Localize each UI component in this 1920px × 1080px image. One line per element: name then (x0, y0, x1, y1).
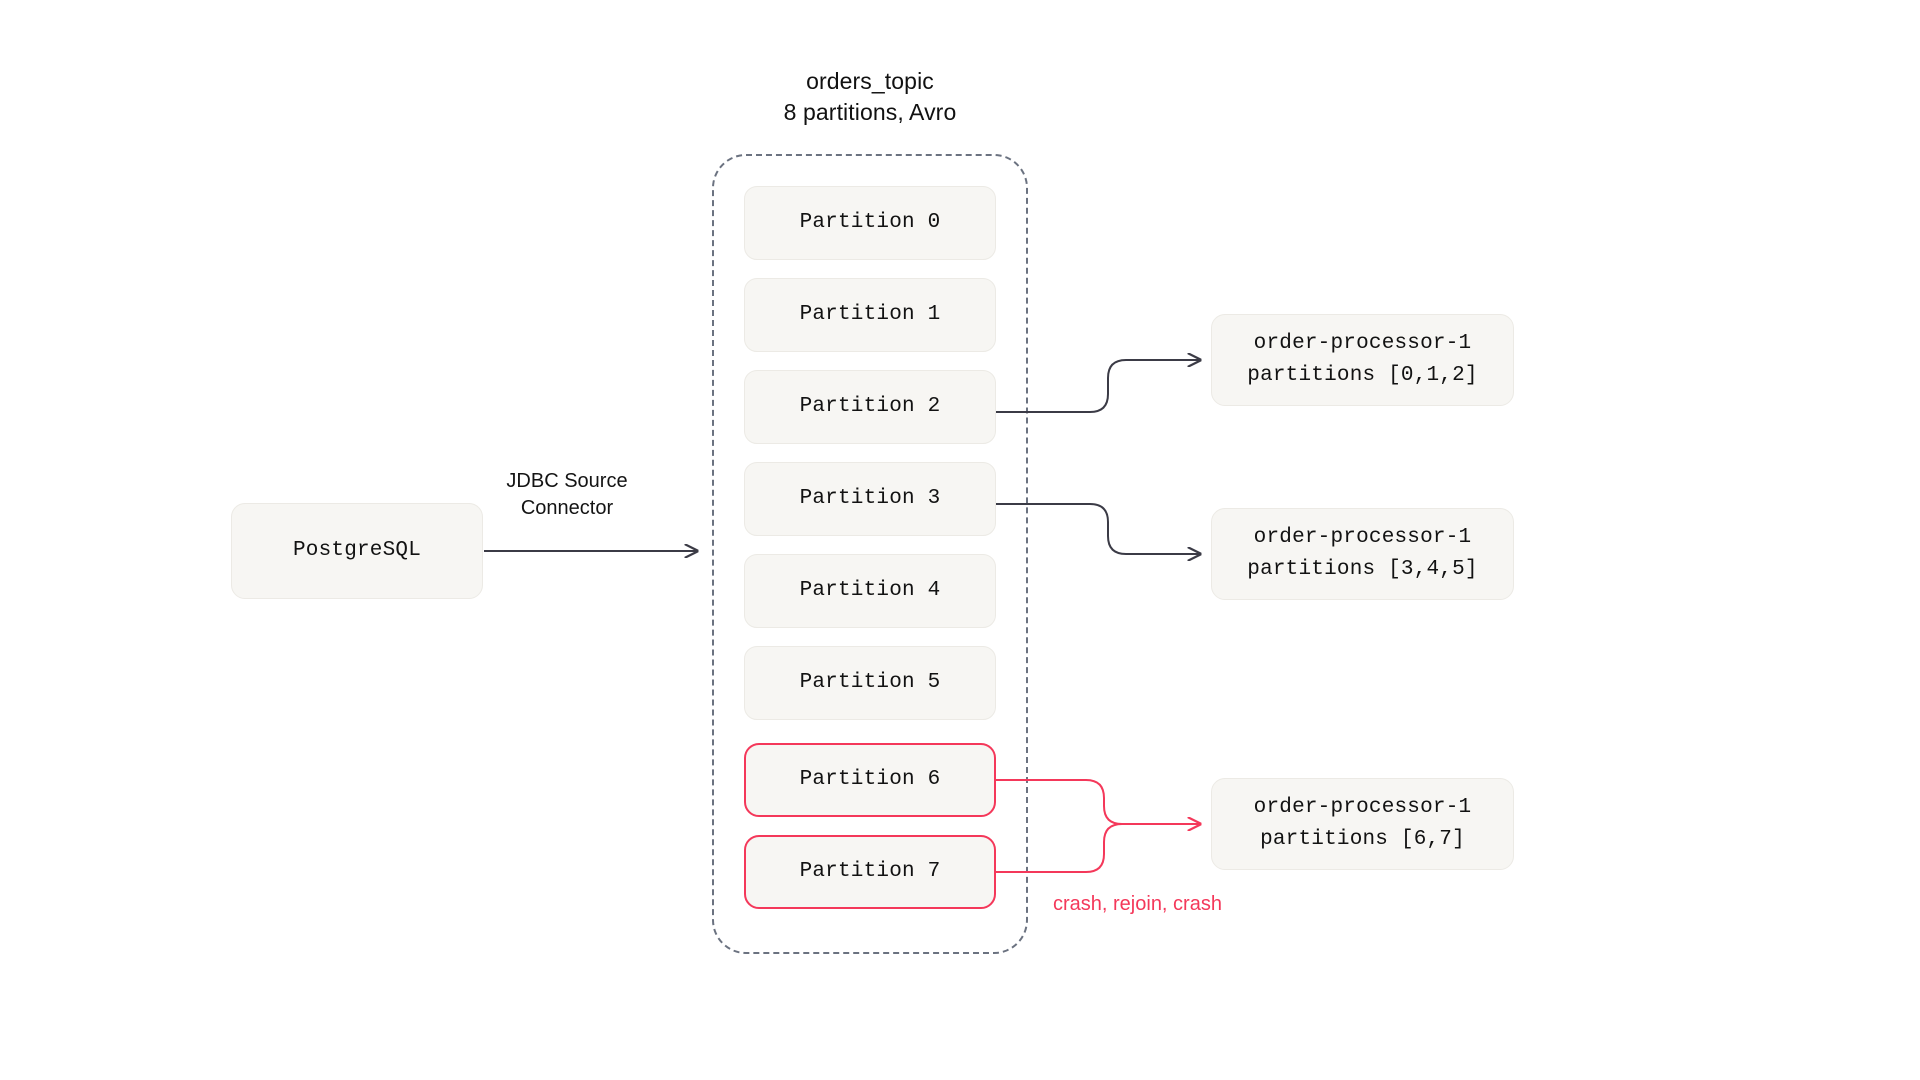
edge-label-crash-rejoin: crash, rejoin, crash (1053, 893, 1222, 915)
node-partition-4[interactable]: Partition 4 (744, 554, 996, 628)
consumer-name: order-processor-1 (1253, 526, 1472, 549)
partition-label: Partition 5 (799, 671, 941, 694)
node-partition-1[interactable]: Partition 1 (744, 278, 996, 352)
node-partition-3[interactable]: Partition 3 (744, 462, 996, 536)
node-partition-0[interactable]: Partition 0 (744, 186, 996, 260)
partition-label: Partition 4 (799, 579, 941, 602)
node-partition-6[interactable]: Partition 6 (744, 743, 996, 817)
topic-name: orders_topic (806, 68, 934, 94)
node-consumer-3[interactable]: order-processor-1 partitions [6,7] (1211, 778, 1514, 870)
consumer-assignment: partitions [0,1,2] (1247, 364, 1478, 387)
jdbc-label-line-1: JDBC Source (506, 470, 628, 492)
partition-label: Partition 2 (799, 395, 941, 418)
consumer-assignment: partitions [6,7] (1260, 828, 1465, 851)
topic-meta: 8 partitions, Avro (783, 99, 957, 125)
partition-label: Partition 0 (799, 211, 941, 234)
jdbc-label-line-2: Connector (520, 497, 614, 519)
node-partition-2[interactable]: Partition 2 (744, 370, 996, 444)
partition-label: Partition 3 (799, 487, 941, 510)
topic-title: orders_topic 8 partitions, Avro (640, 66, 1100, 128)
consumer-name: order-processor-1 (1253, 796, 1472, 819)
node-consumer-1[interactable]: order-processor-1 partitions [0,1,2] (1211, 314, 1514, 406)
consumer-assignment: partitions [3,4,5] (1247, 558, 1478, 581)
consumer-name: order-processor-1 (1253, 332, 1472, 355)
partition-label: Partition 7 (799, 860, 941, 883)
node-partition-7[interactable]: Partition 7 (744, 835, 996, 909)
node-source-database[interactable]: PostgreSQL (231, 503, 483, 599)
partition-label: Partition 1 (799, 303, 941, 326)
source-database-label: PostgreSQL (292, 539, 422, 562)
node-consumer-2[interactable]: order-processor-1 partitions [3,4,5] (1211, 508, 1514, 600)
node-partition-5[interactable]: Partition 5 (744, 646, 996, 720)
partition-label: Partition 6 (799, 768, 941, 791)
edge-label-jdbc-connector: JDBC Source Connector (462, 468, 672, 522)
